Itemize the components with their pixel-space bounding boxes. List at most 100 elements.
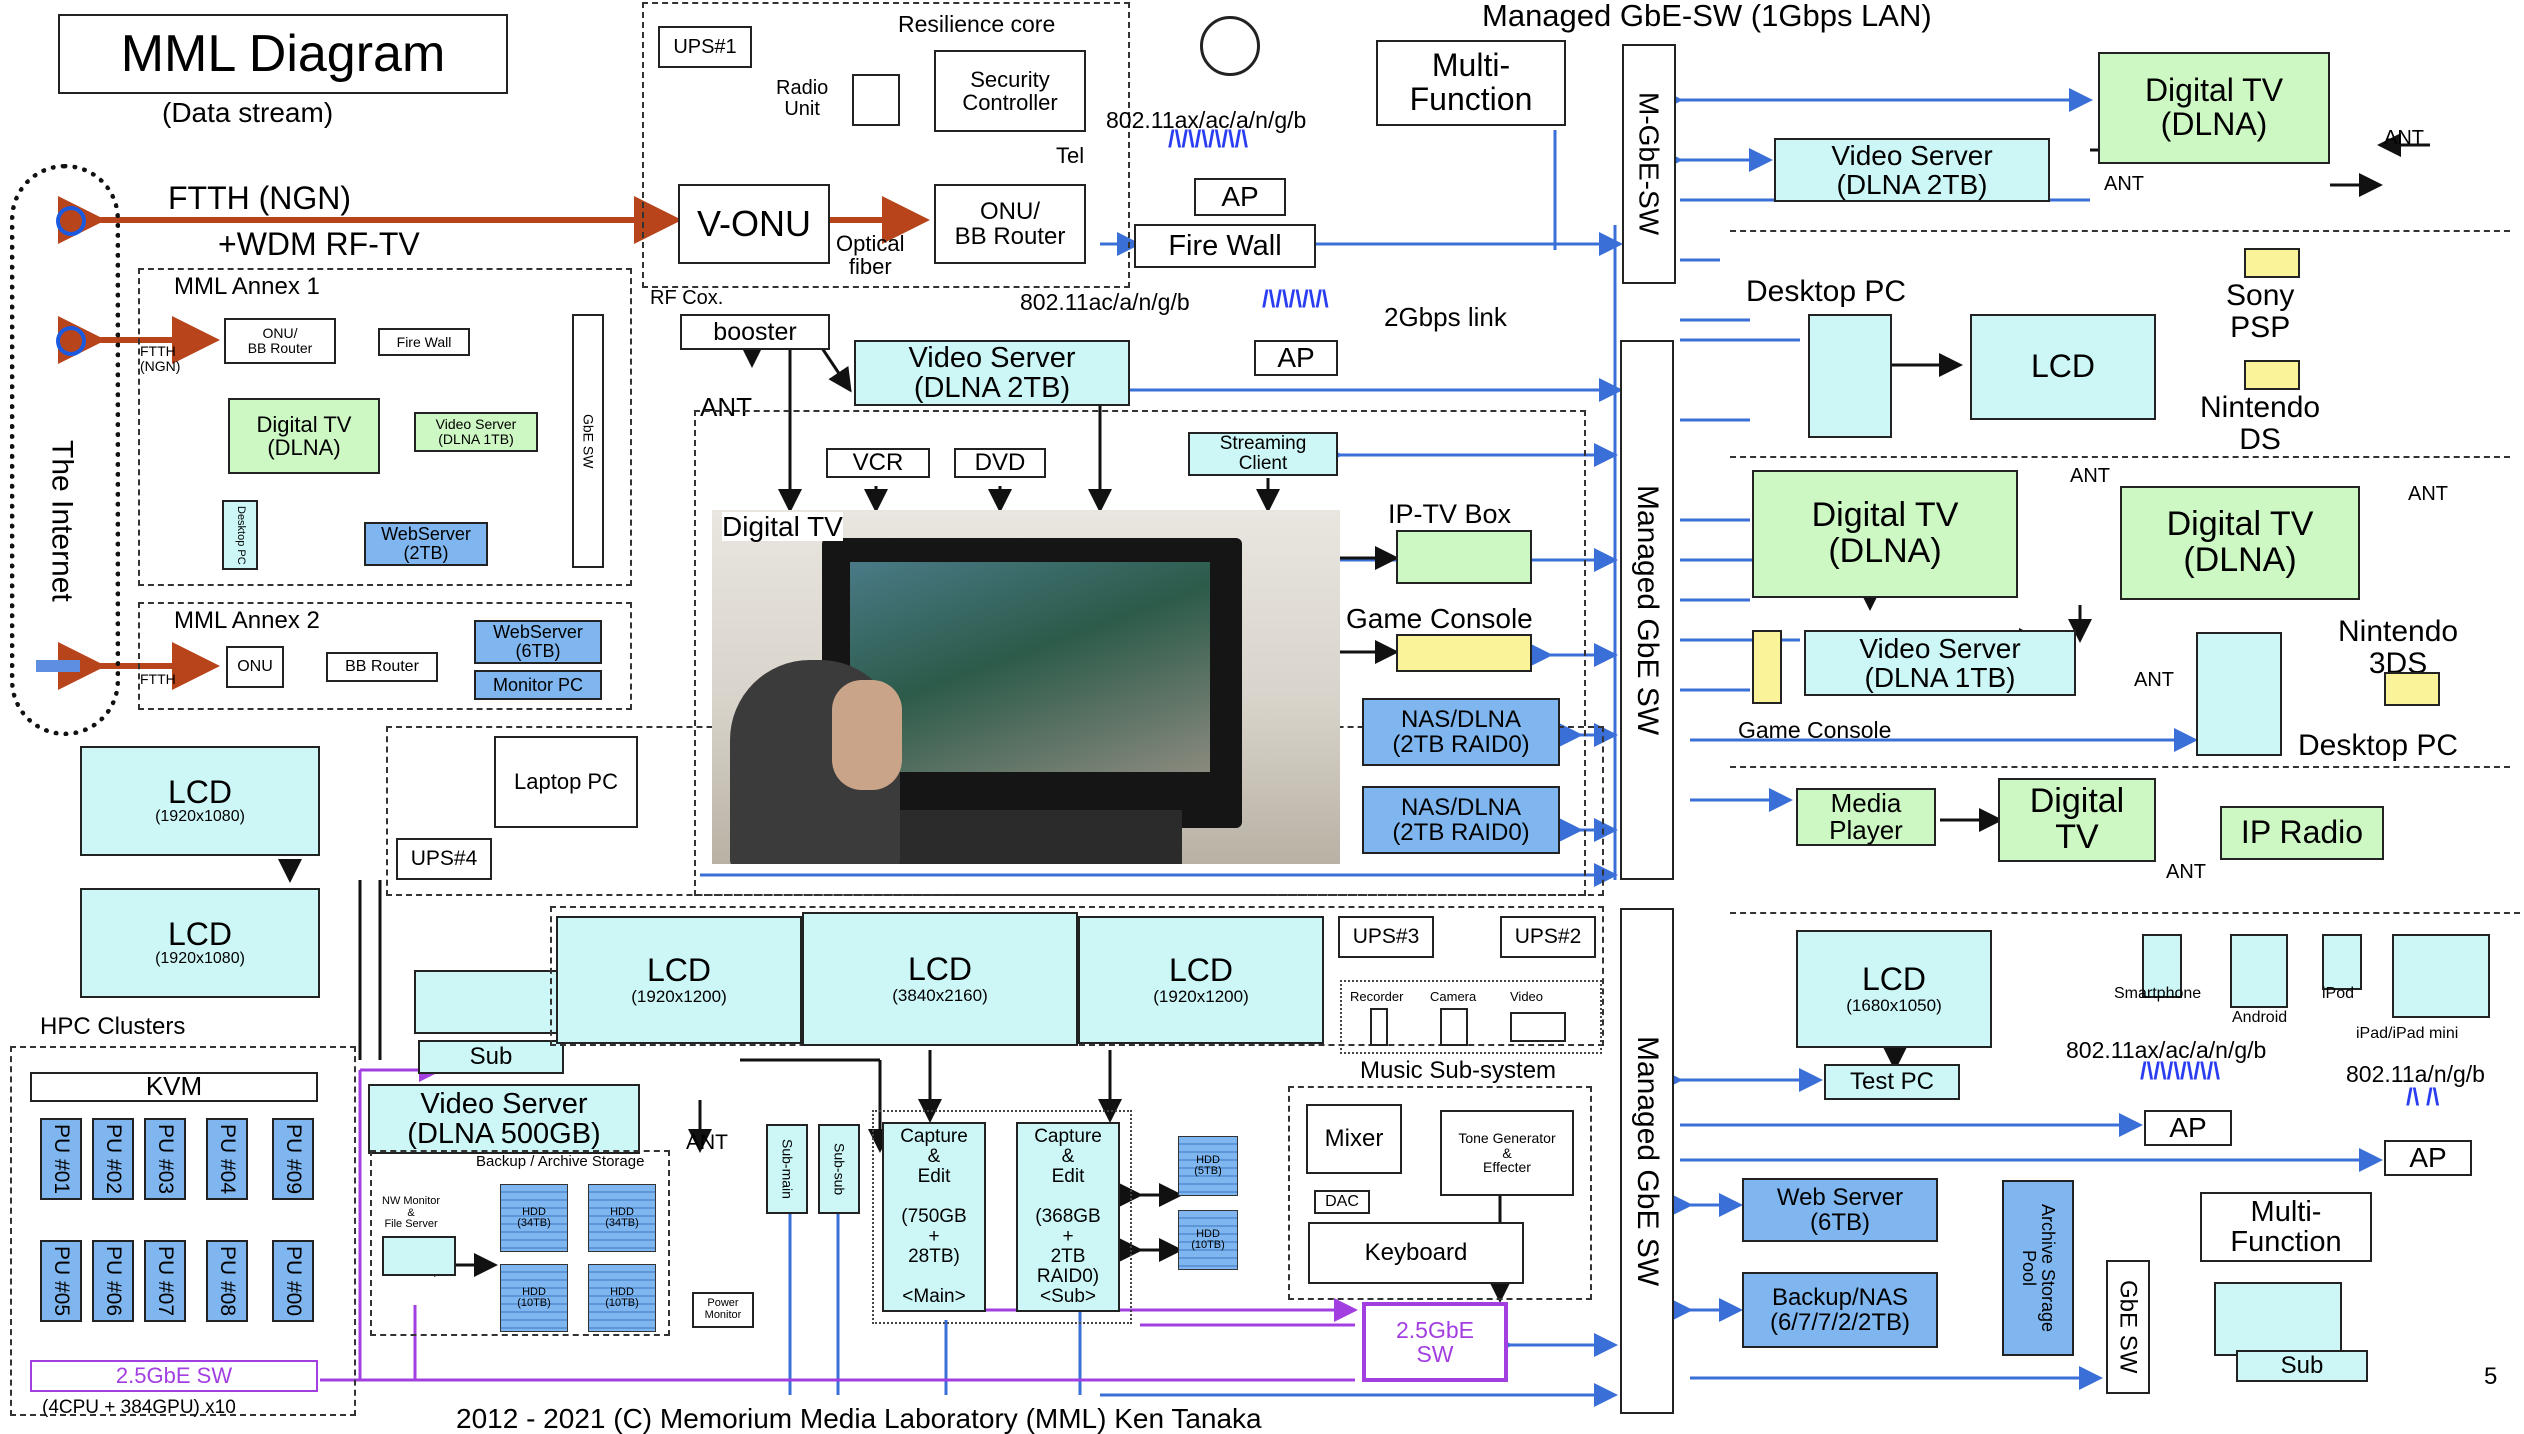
mixer[interactable]: Mixer bbox=[1306, 1104, 1402, 1174]
hdd-10tb-b[interactable]: HDD (10TB) bbox=[588, 1264, 656, 1332]
annex1-firewall[interactable]: Fire Wall bbox=[378, 328, 470, 356]
right-digital-tv-b[interactable]: Digital TV (DLNA) bbox=[2120, 486, 2360, 600]
annex1-gbe-sw[interactable]: GbE SW bbox=[572, 314, 604, 568]
pu-01[interactable]: PU #01 bbox=[40, 1118, 82, 1200]
right-digital-tv-a[interactable]: Digital TV (DLNA) bbox=[1752, 470, 2018, 598]
right-video-server-1tb[interactable]: Video Server (DLNA 1TB) bbox=[1804, 630, 2076, 696]
pu-04[interactable]: PU #04 bbox=[206, 1118, 248, 1200]
pu-08[interactable]: PU #08 bbox=[206, 1240, 248, 1322]
lcd-1680[interactable]: LCD (1680x1050) bbox=[1796, 930, 1992, 1048]
android-icon[interactable] bbox=[2230, 934, 2288, 1008]
ipod-icon[interactable] bbox=[2322, 934, 2362, 990]
nw-monitor-icon[interactable] bbox=[382, 1236, 456, 1276]
backup-nas[interactable]: Backup/NAS (6/7/7/2/2TB) bbox=[1742, 1272, 1938, 1348]
sony-psp-icon[interactable] bbox=[2244, 248, 2300, 278]
managed-gbe-sw-bottom[interactable]: Managed GbE SW bbox=[1620, 908, 1674, 1414]
pu-05[interactable]: PU #05 bbox=[40, 1240, 82, 1322]
nas-1[interactable]: NAS/DLNA (2TB RAID0) bbox=[1362, 698, 1560, 766]
right-desktop-pc-2-tower[interactable] bbox=[2196, 632, 2282, 756]
lcd-left[interactable]: LCD (1920x1200) bbox=[556, 916, 802, 1044]
camera-device-icon[interactable] bbox=[1440, 1008, 1468, 1046]
person-face bbox=[832, 680, 902, 790]
pu-09[interactable]: PU #09 bbox=[272, 1118, 314, 1200]
pu-03[interactable]: PU #03 bbox=[144, 1118, 186, 1200]
hdd-5tb[interactable]: HDD (5TB) bbox=[1178, 1136, 1238, 1196]
capture-main[interactable]: Capture & Edit (750GB + 28TB) <Main> bbox=[882, 1122, 986, 1312]
right-game-console-icon[interactable] bbox=[1752, 630, 1782, 704]
ap-bottom[interactable]: AP bbox=[2144, 1110, 2232, 1146]
right-gbe-sw[interactable]: GbE SW bbox=[2106, 1260, 2150, 1394]
hdd-10tb[interactable]: HDD (10TB) bbox=[1178, 1210, 1238, 1270]
ap-bottom-2[interactable]: AP bbox=[2384, 1140, 2472, 1176]
ip-radio[interactable]: IP Radio bbox=[2220, 806, 2384, 860]
sub-laptop[interactable]: Sub bbox=[418, 1040, 564, 1074]
ipad-icon[interactable] bbox=[2392, 934, 2490, 1018]
annex1-webserver[interactable]: WebServer (2TB) bbox=[364, 522, 488, 566]
right-video-server-2tb[interactable]: Video Server (DLNA 2TB) bbox=[1774, 138, 2050, 202]
v-onu[interactable]: V-ONU bbox=[678, 184, 830, 264]
right-desktop-pc-tower[interactable] bbox=[1808, 314, 1892, 438]
right-digital-tv-top[interactable]: Digital TV (DLNA) bbox=[2098, 52, 2330, 164]
kvm[interactable]: KVM bbox=[30, 1072, 318, 1102]
archive-storage-pool-label: Archive Storage Pool bbox=[2019, 1204, 2057, 1332]
capture-sub[interactable]: Capture & Edit (368GB + 2TB RAID0) <Sub> bbox=[1016, 1122, 1120, 1312]
center-video-server[interactable]: Video Server (DLNA 2TB) bbox=[854, 340, 1130, 406]
nas-2[interactable]: NAS/DLNA (2TB RAID0) bbox=[1362, 786, 1560, 854]
annex1-onu[interactable]: ONU/ BB Router bbox=[224, 318, 336, 364]
video-camera-icon[interactable] bbox=[1510, 1012, 1566, 1042]
hdd-34tb-b[interactable]: HDD (34TB) bbox=[588, 1184, 656, 1252]
annex2-webserver[interactable]: WebServer (6TB) bbox=[474, 620, 602, 664]
dac[interactable]: DAC bbox=[1314, 1190, 1370, 1214]
right-lcd[interactable]: LCD bbox=[1970, 314, 2156, 420]
video-server-500gb[interactable]: Video Server (DLNA 500GB) bbox=[368, 1084, 640, 1154]
nintendo-3ds-icon[interactable] bbox=[2384, 672, 2440, 706]
annex2-monitor-pc[interactable]: Monitor PC bbox=[474, 670, 602, 700]
m-gbe-sw[interactable]: M-GbE-SW bbox=[1622, 44, 1676, 284]
nintendo-ds-icon[interactable] bbox=[2244, 360, 2300, 390]
annex1-desktop-pc[interactable]: Desktop PC bbox=[222, 500, 258, 570]
ups1-label: UPS#1 bbox=[658, 26, 752, 68]
recorder-icon[interactable] bbox=[1370, 1008, 1388, 1046]
annex2-onu[interactable]: ONU bbox=[226, 646, 284, 688]
test-pc[interactable]: Test PC bbox=[1824, 1064, 1960, 1100]
hdd-34tb-a[interactable]: HDD (34TB) bbox=[500, 1184, 568, 1252]
fire-wall-top[interactable]: Fire Wall bbox=[1134, 224, 1316, 268]
hpc-2-5gbe-sw[interactable]: 2.5GbE SW bbox=[30, 1360, 318, 1392]
media-player[interactable]: Media Player bbox=[1796, 788, 1936, 846]
sub-sub-pc[interactable]: Sub-sub bbox=[818, 1124, 860, 1214]
lcd-mid[interactable]: LCD (3840x2160) bbox=[802, 912, 1078, 1046]
annex1-digital-tv[interactable]: Digital TV (DLNA) bbox=[228, 398, 380, 474]
annex1-video-server[interactable]: Video Server (DLNA 1TB) bbox=[414, 412, 538, 452]
streaming-client[interactable]: Streaming Client bbox=[1188, 432, 1338, 476]
pu-02[interactable]: PU #02 bbox=[92, 1118, 134, 1200]
lcd-1[interactable]: LCD (1920x1080) bbox=[80, 746, 320, 856]
vcr[interactable]: VCR bbox=[826, 448, 930, 478]
sub-laptop-right[interactable]: Sub bbox=[2236, 1350, 2368, 1382]
ap-top[interactable]: AP bbox=[1194, 178, 1286, 216]
hdd-10tb-a[interactable]: HDD (10TB) bbox=[500, 1264, 568, 1332]
keyboard[interactable]: Keyboard bbox=[1308, 1222, 1524, 1284]
ap-2[interactable]: AP bbox=[1254, 340, 1338, 376]
game-console[interactable] bbox=[1396, 634, 1532, 672]
booster[interactable]: booster bbox=[680, 314, 830, 350]
onu-bb-router[interactable]: ONU/ BB Router bbox=[934, 184, 1086, 264]
managed-gbe-sw-center[interactable]: Managed GbE SW bbox=[1620, 340, 1674, 880]
game-console-label: Game Console bbox=[1346, 604, 1533, 633]
dvd[interactable]: DVD bbox=[954, 448, 1046, 478]
pu-07[interactable]: PU #07 bbox=[144, 1240, 186, 1322]
pu-00[interactable]: PU #00 bbox=[272, 1240, 314, 1322]
pu-06[interactable]: PU #06 bbox=[92, 1240, 134, 1322]
power-monitor[interactable]: Power Monitor bbox=[692, 1292, 754, 1328]
laptop-pc[interactable]: Laptop PC bbox=[494, 736, 638, 828]
lcd-2[interactable]: LCD (1920x1080) bbox=[80, 888, 320, 998]
center-2-5gbe-sw[interactable]: 2.5GbE SW bbox=[1362, 1302, 1508, 1382]
iptv-box[interactable] bbox=[1396, 530, 1532, 584]
lcd-right[interactable]: LCD (1920x1200) bbox=[1078, 916, 1324, 1044]
multi-function-bottom[interactable]: Multi- Function bbox=[2200, 1192, 2372, 1262]
web-server-6tb[interactable]: Web Server (6TB) bbox=[1742, 1178, 1938, 1242]
annex2-bb-router[interactable]: BB Router bbox=[326, 652, 438, 682]
right-digital-tv-c[interactable]: Digital TV bbox=[1998, 778, 2156, 862]
archive-storage-pool[interactable]: Archive Storage Pool bbox=[2002, 1180, 2074, 1356]
tone-generator[interactable]: Tone Generator & Effecter bbox=[1440, 1110, 1574, 1196]
sub-main-pc[interactable]: Sub-main bbox=[766, 1124, 808, 1214]
